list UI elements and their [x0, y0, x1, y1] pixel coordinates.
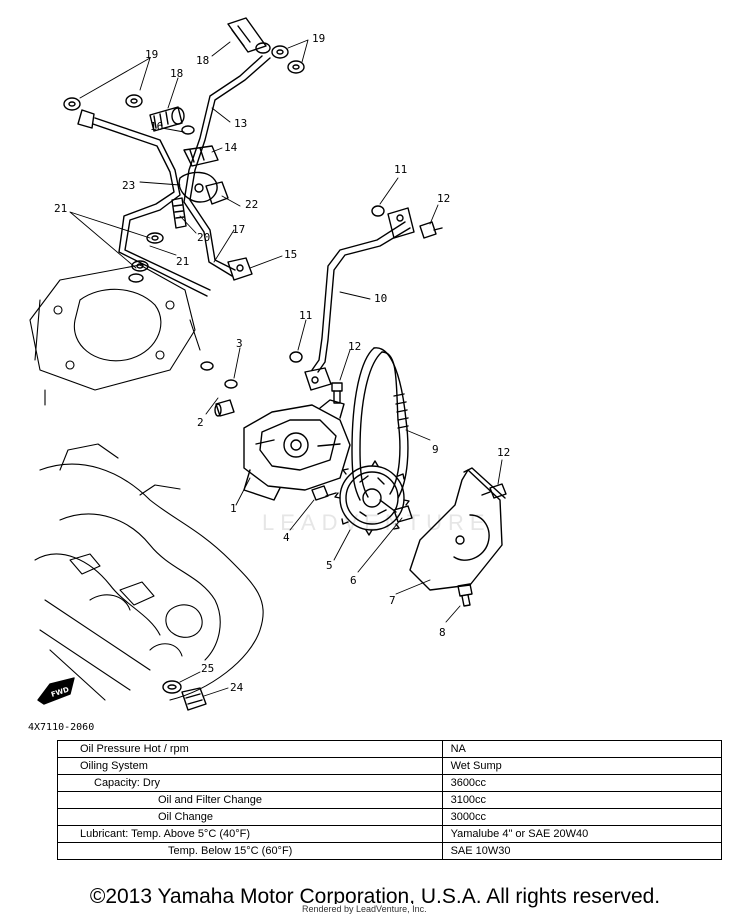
oil-delivery-pipe — [92, 55, 271, 297]
spec-value: Yamalube 4" or SAE 20W40 — [441, 825, 723, 843]
table-row: Oil Change 3000cc — [57, 808, 723, 826]
sprocket-5 — [334, 460, 410, 536]
callout-16: 16 — [150, 120, 163, 133]
rendered-by-credit: Rendered by LeadVenture, Inc. — [300, 904, 429, 914]
callout-20: 20 — [197, 231, 210, 244]
engine-case-outline — [34, 443, 264, 701]
callout-10: 10 — [374, 292, 387, 305]
bolt-12-right — [481, 483, 507, 499]
spec-value: Wet Sump — [441, 757, 723, 775]
callout-18-top: 18 — [196, 54, 209, 67]
callout-8: 8 — [439, 626, 446, 639]
callout-4: 4 — [283, 531, 290, 544]
bolt-8 — [457, 583, 473, 607]
clamp-15 — [227, 257, 253, 281]
callout-1: 1 — [230, 502, 237, 515]
callout-19-top: 19 — [312, 32, 325, 45]
oil-pipe-10 — [304, 207, 415, 391]
drain-bolt-24 — [181, 687, 207, 711]
callout-17: 17 — [232, 223, 245, 236]
washers-19-left — [63, 94, 143, 111]
union-bolt-18-left — [77, 106, 185, 132]
spec-value: SAE 10W30 — [441, 842, 723, 860]
callout-22: 22 — [245, 198, 258, 211]
callout-18-left: 18 — [170, 67, 183, 80]
table-row: Oil and Filter Change 3100cc — [57, 791, 723, 809]
table-row: Lubricant: Temp. Above 5°C (40°F) Yamalu… — [57, 825, 723, 843]
o-ring-11-upper — [371, 205, 385, 217]
callout-24: 24 — [230, 681, 244, 694]
leader-lines — [69, 39, 503, 697]
callout-21-left: 21 — [54, 202, 67, 215]
callout-19-left: 19 — [145, 48, 158, 61]
spec-label: Capacity: Dry — [57, 774, 443, 792]
callout-15: 15 — [284, 248, 297, 261]
exploded-parts-diagram: LEADVENTURE — [28, 17, 510, 733]
table-row: Oiling System Wet Sump — [57, 757, 723, 775]
callout-2: 2 — [197, 416, 204, 429]
copyright-notice: ©2013 Yamaha Motor Corporation, U.S.A. A… — [89, 885, 661, 908]
callout-21-lower: 21 — [176, 255, 189, 268]
spec-value: 3600cc — [441, 774, 723, 792]
callout-11-lower: 11 — [299, 309, 312, 322]
callout-5: 5 — [326, 559, 333, 572]
o-ring-3-upper — [200, 361, 214, 371]
callout-12-middle: 12 — [348, 340, 361, 353]
table-row: Oil Pressure Hot / rpm NA — [57, 740, 723, 758]
forward-arrow — [37, 677, 75, 705]
bolt-4 — [311, 485, 337, 501]
spec-value: NA — [441, 740, 723, 758]
table-row: Temp. Below 15°C (60°F) SAE 10W30 — [57, 842, 723, 860]
spec-label: Temp. Below 15°C (60°F) — [57, 842, 443, 860]
callout-25: 25 — [201, 662, 214, 675]
o-ring-11-lower — [289, 351, 303, 363]
spec-label: Lubricant: Temp. Above 5°C (40°F) — [57, 825, 443, 843]
bolt-12-middle — [331, 382, 343, 404]
oil-pump-1 — [243, 399, 351, 501]
callout-11-upper: 11 — [394, 163, 407, 176]
drain-washer-25 — [162, 680, 182, 694]
callout-7: 7 — [389, 594, 396, 607]
callout-13: 13 — [234, 117, 247, 130]
union-bolt-18-top — [227, 17, 271, 54]
bolt-12-upper — [419, 221, 443, 239]
callout-23: 23 — [122, 179, 135, 192]
callout-14: 14 — [224, 141, 238, 154]
fittings-upper — [171, 125, 229, 229]
watermark: LEADVENTURE — [262, 510, 491, 535]
washers-19-top — [271, 45, 305, 74]
bolt-6 — [379, 499, 413, 523]
spec-table: Oil Pressure Hot / rpm NA Oiling System … — [57, 740, 723, 860]
spec-value: 3000cc — [441, 808, 723, 826]
washers-21 — [128, 232, 164, 283]
spec-label: Oil and Filter Change — [57, 791, 443, 809]
dowel-pin-2 — [214, 399, 235, 417]
table-row: Capacity: Dry 3600cc — [57, 774, 723, 792]
spec-label: Oil Change — [57, 808, 443, 826]
callout-6: 6 — [350, 574, 357, 587]
cylinder-outline — [29, 264, 201, 406]
spec-label: Oil Pressure Hot / rpm — [57, 740, 443, 758]
callout-12-upper: 12 — [437, 192, 450, 205]
callout-3: 3 — [236, 337, 243, 350]
part-number: 4X7110-2060 — [28, 722, 94, 733]
drive-chain-9 — [351, 347, 409, 501]
spec-value: 3100cc — [441, 791, 723, 809]
pump-cover-7 — [409, 467, 506, 591]
o-ring-3-lower — [224, 379, 238, 389]
callout-9: 9 — [432, 443, 439, 456]
spec-label: Oiling System — [57, 757, 443, 775]
callout-12-right: 12 — [497, 446, 510, 459]
